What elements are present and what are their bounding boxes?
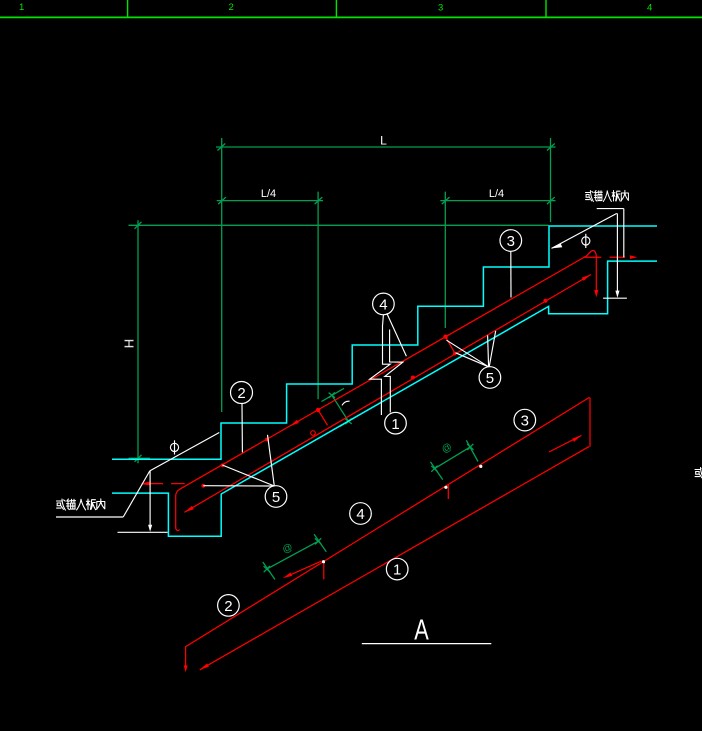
- svg-text:H: H: [122, 339, 137, 348]
- svg-text:4: 4: [379, 297, 387, 314]
- svg-text:3: 3: [507, 233, 515, 250]
- svg-text:2: 2: [229, 2, 234, 13]
- svg-text:L/4: L/4: [489, 188, 504, 200]
- svg-text:3: 3: [521, 413, 529, 430]
- svg-text:L: L: [380, 134, 387, 148]
- svg-text:4: 4: [647, 3, 652, 14]
- svg-text:@: @: [440, 441, 454, 456]
- svg-text:L/4: L/4: [261, 188, 276, 200]
- svg-text:@: @: [281, 542, 295, 557]
- svg-text:3: 3: [438, 3, 443, 14]
- svg-text:1: 1: [19, 2, 24, 13]
- svg-text:1: 1: [391, 416, 399, 433]
- svg-text:4: 4: [356, 506, 364, 523]
- svg-text:5: 5: [486, 370, 494, 387]
- svg-text:A: A: [414, 615, 429, 647]
- svg-text:2: 2: [224, 598, 232, 615]
- svg-text:2: 2: [237, 385, 245, 402]
- svg-text:5: 5: [272, 489, 280, 506]
- svg-text:1: 1: [393, 562, 401, 579]
